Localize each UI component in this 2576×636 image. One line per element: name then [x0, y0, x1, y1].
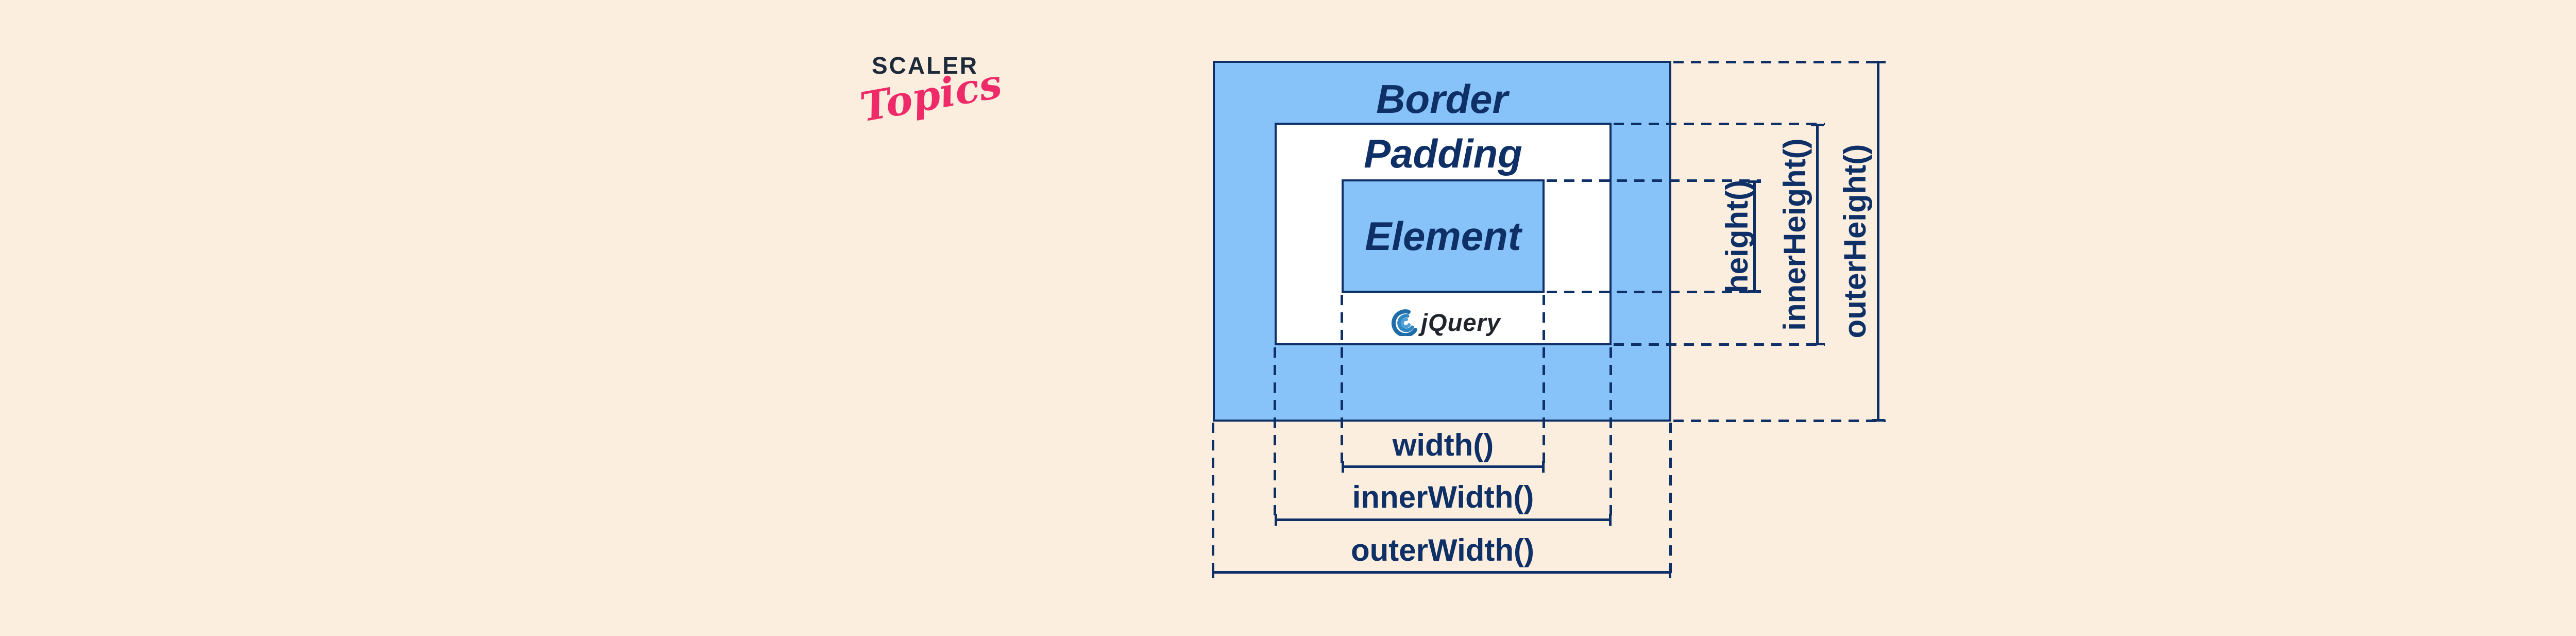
dashed-guide-element-top	[1547, 179, 1761, 182]
dashed-guide-element-right	[1543, 295, 1545, 467]
element-box	[1342, 179, 1545, 293]
element-box-label: Element	[1365, 213, 1521, 259]
dashed-guide-padding-bottom	[1614, 343, 1825, 346]
outer-width-measure-line	[1212, 566, 1671, 578]
dashed-guide-border-left	[1212, 423, 1214, 573]
height-measure-bracket	[1748, 180, 1761, 293]
dashed-guide-padding-top	[1614, 123, 1825, 125]
inner-height-label: innerHeight()	[1777, 138, 1812, 331]
jquery-swirl-icon	[1391, 309, 1418, 338]
outer-height-measure-bracket	[1872, 61, 1885, 422]
inner-height-measure-bracket	[1811, 124, 1824, 345]
scaler-logo-text: SCALER	[872, 52, 979, 79]
dashed-guide-padding-right	[1609, 347, 1612, 521]
dashed-guide-element-bottom	[1547, 291, 1761, 293]
jquery-logo: jQuery	[1391, 308, 1500, 338]
outer-width-label: outerWidth()	[1350, 533, 1534, 567]
dashed-guide-element-left	[1341, 295, 1343, 467]
inner-width-measure-line	[1275, 514, 1612, 526]
dashed-guide-border-right	[1669, 423, 1672, 573]
padding-box-label: Padding	[1364, 131, 1522, 176]
dashed-guide-border-top	[1673, 61, 1886, 63]
inner-width-label: innerWidth()	[1352, 480, 1534, 514]
height-label: height()	[1720, 180, 1754, 293]
outer-height-label: outerHeight()	[1838, 144, 1872, 339]
jquery-wordmark: jQuery	[1421, 309, 1501, 336]
width-label: width()	[1392, 428, 1494, 462]
dashed-guide-padding-left	[1274, 347, 1276, 521]
border-box-label: Border	[1376, 76, 1508, 122]
dashed-guide-border-bottom	[1673, 420, 1886, 422]
width-measure-line	[1342, 461, 1545, 473]
